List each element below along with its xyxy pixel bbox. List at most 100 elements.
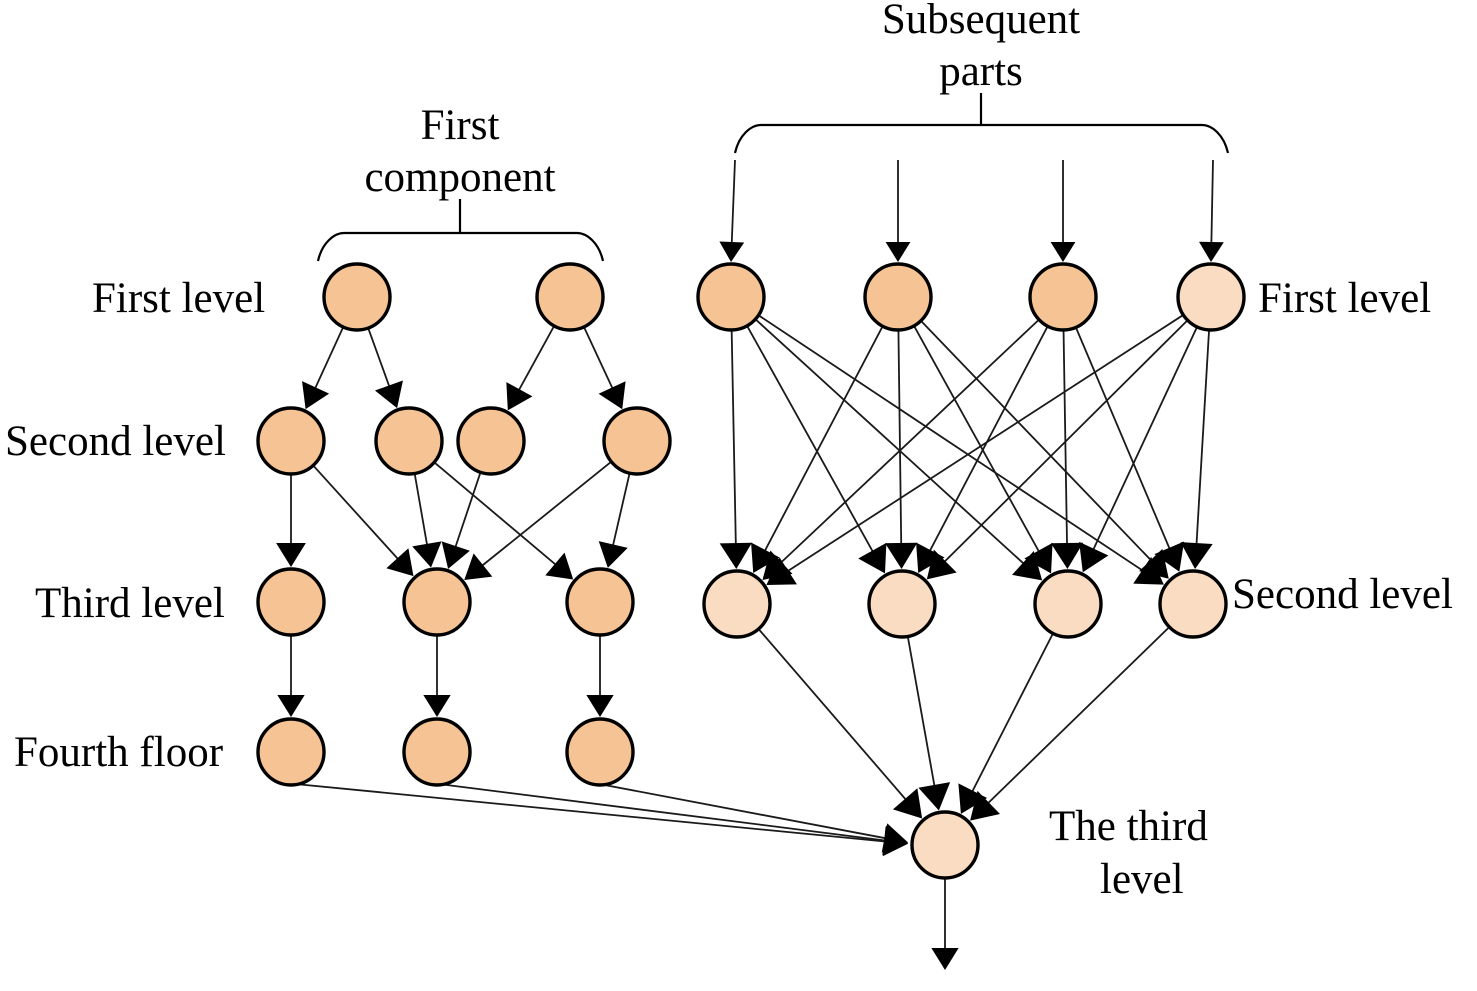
edge-R1-2-to-R2-3-arrowhead (1024, 542, 1053, 574)
node-R1-3[interactable] (1028, 262, 1098, 332)
edge-L2-2-to-L3-3-arrowhead (545, 552, 574, 580)
edge-L4-2-to-R3-1 (430, 782, 890, 842)
label-third-level-right-2: level (1100, 856, 1184, 903)
node-R2-1[interactable] (702, 569, 772, 639)
edge-R1-4-to-R2-2-arrowhead (926, 549, 957, 580)
label-third-level-right-1: The third (1049, 803, 1208, 850)
node-R2-4[interactable] (1158, 569, 1228, 639)
node-L1-2[interactable] (535, 262, 605, 332)
nodes-layer (256, 262, 1246, 880)
edge-R2-2-to-R3-1-arrowhead (918, 782, 951, 811)
node-L2-2[interactable] (374, 406, 444, 476)
edge-L2-2-to-L3-2 (413, 473, 429, 549)
node-R1-1[interactable] (696, 262, 766, 332)
node-L1-1[interactable] (322, 262, 392, 332)
bracket-input-arrow-0 (730, 159, 736, 247)
edge-R1-2-to-R2-1-arrowhead (751, 542, 780, 574)
edge-L3-1-to-L4-1-arrowhead (277, 695, 305, 717)
edge-R1-4-to-R2-4-arrowhead (1180, 542, 1213, 570)
edge-R1-4-to-R2-1 (783, 314, 1184, 575)
edge-R1-1-to-R2-1-arrowhead (719, 542, 752, 570)
edge-R1-2-to-R2-2-arrowhead (885, 542, 918, 570)
node-L3-3[interactable] (565, 567, 635, 637)
edge-L2-1-to-L3-2 (312, 464, 402, 563)
node-R1-2[interactable] (863, 262, 933, 332)
edge-L2-1-to-L3-1-arrowhead (276, 543, 306, 567)
edge-R1-3-to-R2-4-arrowhead (1154, 541, 1185, 572)
brace-label-subsequent-parts-line1: Subsequent (882, 0, 1080, 43)
brace-subsequent-parts (733, 123, 1230, 154)
bracket-input-arrow-0-arrowhead (719, 241, 745, 262)
edge-R1-3-to-R2-2-arrowhead (916, 542, 945, 574)
bracket-input-arrow-3-arrowhead (1198, 241, 1224, 262)
edge-L1-2-to-L2-3 (516, 325, 555, 394)
brace-label-first-component-line2: component (364, 154, 555, 201)
edge-L3-2-to-L4-2-arrowhead (423, 695, 451, 717)
output-arrow-arrowhead (931, 948, 959, 970)
bracket-input-arrow-1-arrowhead (885, 242, 911, 262)
edge-R2-1-to-R3-1-arrowhead (892, 788, 923, 819)
edge-L2-4-to-L3-2 (478, 460, 612, 569)
label-third-level: Third level (35, 580, 225, 627)
edge-L2-3-to-L3-2-arrowhead (441, 541, 470, 569)
edge-R1-3-to-R2-1 (777, 318, 1040, 567)
edge-R2-3-to-R3-1-arrowhead (958, 783, 988, 814)
edge-L2-1-to-L3-2-arrowhead (386, 548, 414, 577)
node-R1-4[interactable] (1176, 262, 1246, 332)
brace-label-first-component-line1: First (421, 102, 500, 149)
edge-L2-2-to-L3-2-arrowhead (412, 541, 442, 568)
edge-R1-4-to-R2-3 (1090, 326, 1198, 554)
edge-R1-1-to-R2-2 (746, 325, 876, 556)
edge-L2-4-to-L3-3 (611, 472, 631, 550)
label-first-level: First level (92, 275, 265, 322)
edge-R1-4-to-R2-4 (1195, 329, 1210, 549)
label-first-level-right: First level (1258, 275, 1431, 322)
edge-L3-3-to-L4-3-arrowhead (586, 695, 614, 717)
edge-R2-2-to-R3-1 (906, 636, 937, 791)
edge-R1-3-to-R2-3 (1062, 329, 1068, 549)
node-R3-1[interactable] (910, 810, 980, 880)
edge-R1-4-to-R2-1-arrowhead (766, 557, 797, 585)
edge-L2-4-to-L3-2-arrowhead (464, 553, 493, 581)
node-R2-2[interactable] (867, 569, 937, 639)
bracket-input-arrow-3 (1210, 159, 1214, 247)
node-L4-1[interactable] (256, 717, 326, 787)
edge-L1-1-to-L2-1-arrowhead (302, 381, 330, 410)
edge-R1-1-to-R2-2-arrowhead (858, 542, 887, 574)
edge-R1-2-to-R2-3 (913, 325, 1042, 556)
edge-R1-2-to-R2-1 (762, 325, 884, 556)
edge-L4-3-to-R3-1-arrowhead (881, 823, 909, 853)
edge-L2-4-to-L3-3-arrowhead (598, 541, 628, 568)
label-second-level-right: Second level (1232, 571, 1453, 618)
bracket-input-arrow-2-arrowhead (1050, 242, 1076, 262)
edge-R1-3-to-R2-3-arrowhead (1050, 542, 1084, 570)
edge-L2-2-to-L3-3 (433, 461, 560, 568)
node-L3-2[interactable] (402, 567, 472, 637)
edge-L1-1-to-L2-2-arrowhead (374, 380, 403, 409)
edge-R2-1-to-R3-1 (757, 628, 910, 804)
label-second-level: Second level (5, 418, 226, 465)
brace-label-subsequent-parts-line2: parts (939, 48, 1023, 95)
brace-first-component (316, 231, 605, 262)
node-L3-1[interactable] (256, 567, 326, 637)
edge-L1-2-to-L2-3-arrowhead (506, 382, 533, 411)
edge-R2-4-to-R3-1-arrowhead (970, 790, 1000, 821)
label-fourth-floor: Fourth floor (14, 729, 223, 776)
edge-L1-2-to-L2-4-arrowhead (598, 381, 626, 410)
edge-R1-4-to-R2-3-arrowhead (1079, 541, 1109, 573)
node-L2-1[interactable] (256, 406, 326, 476)
edge-R1-2-to-R2-2 (897, 329, 903, 549)
edge-R2-4-to-R3-1 (984, 626, 1170, 807)
edge-R1-1-to-R2-4 (757, 314, 1148, 574)
node-L4-3[interactable] (565, 717, 635, 787)
node-L2-3[interactable] (456, 406, 526, 476)
edge-R1-1-to-R2-1 (730, 329, 737, 549)
node-L4-2[interactable] (402, 717, 472, 787)
node-R2-3[interactable] (1033, 569, 1103, 639)
brackets-layer (316, 93, 1230, 262)
node-L2-4[interactable] (602, 406, 672, 476)
edges-layer (276, 159, 1224, 970)
